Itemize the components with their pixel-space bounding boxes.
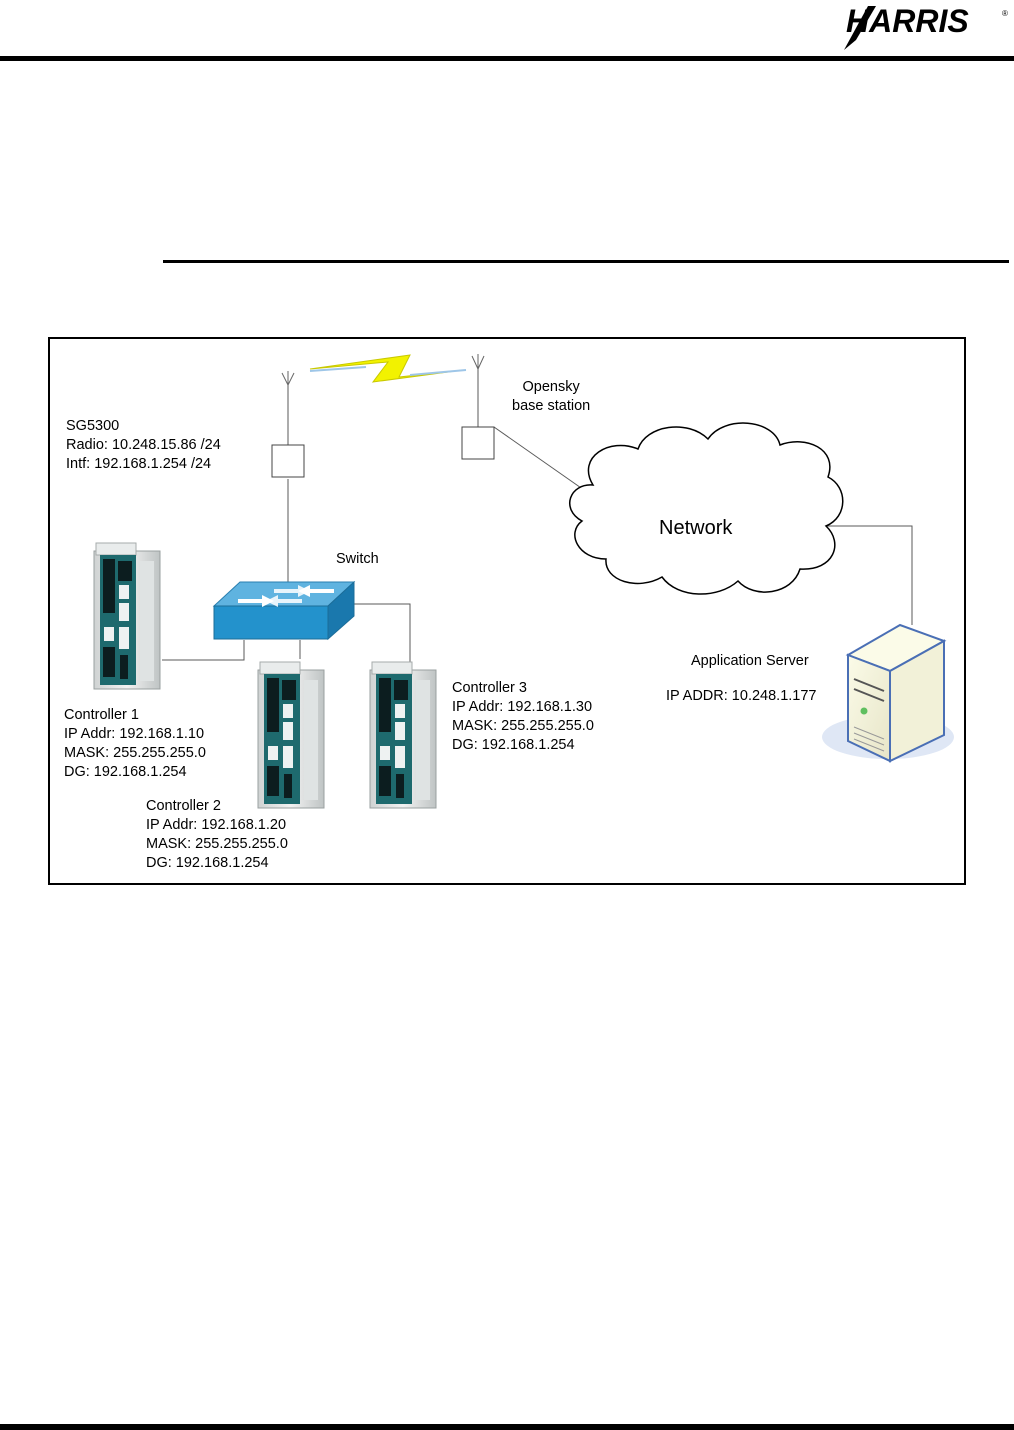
controller-2-name: Controller 2 [146,798,221,814]
radio-link-fade-right [409,369,467,376]
controller-3-label: Controller 3 IP Addr: 192.168.1.30 MASK:… [452,679,594,755]
logo-text: HARRIS [846,3,969,39]
controller-2-label: Controller 2 IP Addr: 192.168.1.20 MASK:… [146,797,288,873]
sg5300-label: SG5300 Radio: 10.248.15.86 /24 Intf: 192… [66,417,221,474]
radio-link-fade-left [309,366,367,372]
sg5300-radio-box [271,444,305,478]
controller-3-device-icon [369,661,437,809]
controller-1-label: Controller 1 IP Addr: 192.168.1.10 MASK:… [64,706,206,782]
application-server-icon [822,623,954,763]
controller-1-ip: IP Addr: 192.168.1.10 [64,726,205,742]
controller-3-ip: IP Addr: 192.168.1.30 [452,699,593,715]
controller-2-device-icon [257,661,325,809]
diagram-frame [48,337,966,885]
logo-registered-mark: ® [1002,9,1008,18]
sg5300-interface-address: Intf: 192.168.1.254 /24 [66,456,212,472]
controller-3-name: Controller 3 [452,680,527,696]
controller-2-ip: IP Addr: 192.168.1.20 [146,817,287,833]
controller-2-gateway: DG: 192.168.1.254 [146,855,269,871]
base-station-line2: base station [512,398,591,414]
antenna-icon [281,371,295,386]
base-station-line1: Opensky [522,379,580,395]
header-rule [0,56,1014,61]
switch-label: Switch [336,551,379,567]
connection-lines [162,369,913,662]
network-label: Network [659,517,733,539]
network-diagram [93,354,954,809]
controller-1-device-icon [93,542,161,690]
sg5300-name: SG5300 [66,418,120,434]
network-cloud-icon [569,422,844,595]
link-base-network [493,426,585,491]
link-switch-controller3 [348,603,411,662]
sg5300-radio-address: Radio: 10.248.15.86 /24 [66,437,221,453]
controller-3-gateway: DG: 192.168.1.254 [452,737,575,753]
base-station-box [461,426,495,460]
controller-1-mask: MASK: 255.255.255.0 [64,745,206,761]
antenna-icon [471,354,485,370]
base-station-label: Opensky base station [512,378,590,416]
app-server-name: Application Server [691,653,809,669]
harris-logo: HARRIS ® [844,3,1008,50]
controller-1-name: Controller 1 [64,707,139,723]
controller-2-mask: MASK: 255.255.255.0 [146,836,288,852]
app-server-ip: IP ADDR: 10.248.1.177 [666,688,817,704]
section-rule [163,260,1009,263]
logo-swoosh [844,6,876,50]
controller-1-gateway: DG: 192.168.1.254 [64,764,187,780]
link-switch-controller1 [162,640,245,661]
controller-3-mask: MASK: 255.255.255.0 [452,718,594,734]
switch-icon [212,580,356,641]
footer-rule [0,1424,1014,1430]
link-network-server [826,525,913,625]
